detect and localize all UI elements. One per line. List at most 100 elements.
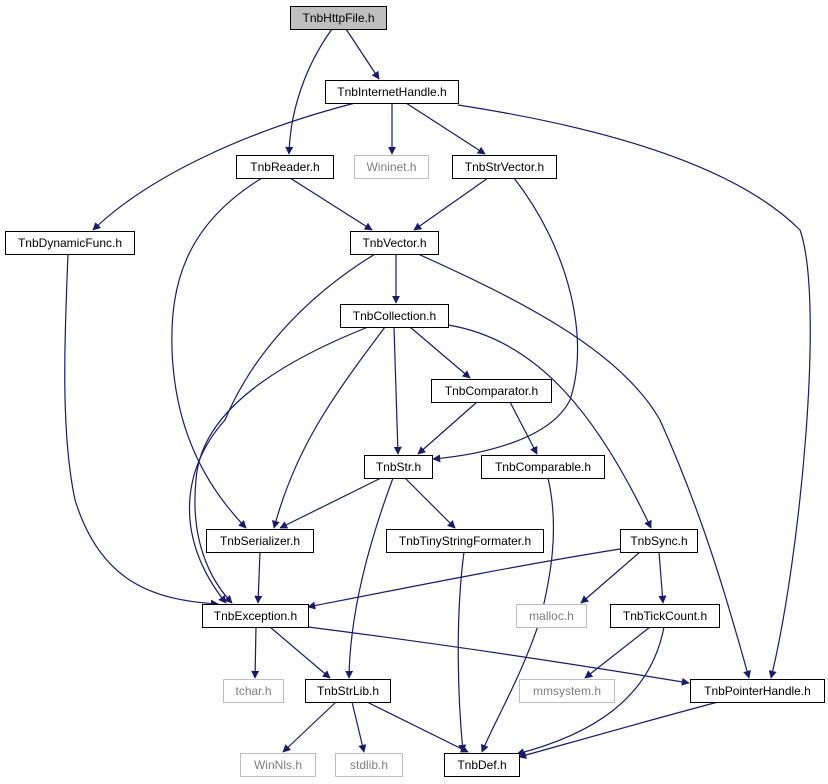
edge-strlib-to-stdlib (351, 701, 367, 753)
node-label: TnbPointerHandle.h (704, 684, 811, 698)
edge-sync-to-malloc (580, 551, 641, 604)
node-label: TnbSync.h (630, 534, 687, 548)
nodes: TnbHttpFile.hTnbInternetHandle.hTnbReade… (5, 6, 825, 777)
node-box (444, 753, 520, 777)
node-pointerhandle[interactable]: TnbPointerHandle.h (690, 679, 825, 703)
edge-vector-to-pointerhandle (417, 253, 751, 679)
node-label: TnbComparator.h (445, 384, 538, 398)
node-box (610, 604, 720, 628)
node-label: malloc.h (529, 609, 574, 623)
edge-reader-to-vector (289, 177, 373, 231)
node-comparable[interactable]: TnbComparable.h (481, 455, 605, 479)
node-collection[interactable]: TnbCollection.h (340, 304, 449, 328)
node-tchar: tchar.h (223, 679, 284, 703)
node-box (481, 455, 605, 479)
edge-str-to-serializer (279, 477, 382, 529)
node-box (516, 604, 587, 628)
node-tickcount[interactable]: TnbTickCount.h (610, 604, 720, 628)
edge-str-to-strlib (345, 477, 394, 679)
node-box (305, 679, 391, 703)
edge-pointerhandle-to-def (518, 701, 719, 759)
node-wininet: Wininet.h (354, 155, 429, 179)
node-reader[interactable]: TnbReader.h (236, 155, 334, 179)
node-label: TnbDef.h (457, 758, 506, 772)
node-box (223, 679, 284, 703)
edge-internethandle-to-pointerhandle (457, 104, 811, 679)
edge-tickcount-to-def (516, 626, 665, 757)
node-label: TnbTickCount.h (623, 609, 707, 623)
edge-strlib-to-winnls (282, 701, 337, 753)
edge-internethandle-to-strvector (405, 102, 486, 155)
node-label: TnbHttpFile.h (302, 11, 374, 25)
edge-tickcount-to-mmsystem (584, 626, 651, 679)
node-box (202, 604, 309, 628)
node-box (240, 753, 316, 777)
node-box (350, 231, 439, 255)
edge-sync-to-exception (307, 548, 621, 610)
edge-comparator-to-comparable (509, 401, 538, 455)
node-def[interactable]: TnbDef.h (444, 753, 520, 777)
edge-tinystringformater-to-def (457, 551, 467, 753)
node-label: TnbVector.h (362, 236, 426, 250)
node-label: TnbSerializer.h (220, 534, 300, 548)
node-box (5, 231, 135, 255)
node-box (690, 679, 825, 703)
edge-collection-to-serializer (272, 326, 386, 529)
node-label: TnbReader.h (250, 160, 319, 174)
edge-strvector-to-str (432, 177, 579, 463)
node-label: mmsystem.h (533, 684, 601, 698)
node-box (364, 455, 433, 479)
node-sync[interactable]: TnbSync.h (620, 529, 698, 553)
edge-comparator-to-str (417, 401, 478, 455)
node-label: TnbStrVector.h (465, 160, 544, 174)
node-malloc: malloc.h (516, 604, 587, 628)
node-box (620, 529, 698, 553)
node-label: TnbStrLib.h (317, 684, 379, 698)
node-label: TnbStr.h (376, 460, 421, 474)
node-box (431, 379, 552, 403)
node-box (335, 753, 403, 777)
node-tinystringformater[interactable]: TnbTinyStringFormater.h (386, 529, 544, 553)
node-strlib[interactable]: TnbStrLib.h (305, 679, 391, 703)
edge-reader-to-serializer (171, 177, 263, 529)
edge-strvector-to-vector (413, 177, 489, 231)
edge-internethandle-to-dynamicfunc (92, 102, 356, 231)
node-box (386, 529, 544, 553)
edge-str-to-tinystringformater (404, 477, 456, 529)
node-comparator[interactable]: TnbComparator.h (431, 379, 552, 403)
node-dynamicfunc[interactable]: TnbDynamicFunc.h (5, 231, 135, 255)
edge-collection-to-comparator (409, 326, 471, 379)
node-label: TnbException.h (214, 609, 297, 623)
node-label: TnbCollection.h (353, 309, 436, 323)
node-serializer[interactable]: TnbSerializer.h (206, 529, 314, 553)
node-internethandle[interactable]: TnbInternetHandle.h (325, 80, 459, 104)
node-str[interactable]: TnbStr.h (364, 455, 433, 479)
edge-sync-to-tickcount (658, 551, 667, 604)
edge-exception-to-strlib (269, 626, 331, 679)
edge-vector-to-exception (188, 253, 376, 604)
node-box (206, 529, 314, 553)
edge-httpfile-to-internethandle (345, 28, 380, 80)
node-strvector[interactable]: TnbStrVector.h (452, 155, 557, 179)
edge-exception-to-tchar (251, 626, 260, 679)
node-exception[interactable]: TnbException.h (202, 604, 309, 628)
node-label: Wininet.h (366, 160, 416, 174)
node-stdlib: stdlib.h (335, 753, 403, 777)
node-winnls: WinNls.h (240, 753, 316, 777)
node-mmsystem: mmsystem.h (519, 679, 615, 703)
edge-collection-to-sync (447, 324, 652, 529)
node-label: TnbInternetHandle.h (337, 85, 446, 99)
node-vector[interactable]: TnbVector.h (350, 231, 439, 255)
node-label: WinNls.h (254, 758, 302, 772)
edge-exception-to-pointerhandle (307, 626, 690, 686)
edge-strlib-to-def (366, 701, 469, 753)
node-box (290, 6, 387, 30)
node-label: TnbComparable.h (495, 460, 591, 474)
node-label: tchar.h (235, 684, 271, 698)
node-box (452, 155, 557, 179)
node-label: TnbDynamicFunc.h (18, 236, 122, 250)
node-box (519, 679, 615, 703)
node-httpfile[interactable]: TnbHttpFile.h (290, 6, 387, 30)
node-label: stdlib.h (350, 758, 388, 772)
